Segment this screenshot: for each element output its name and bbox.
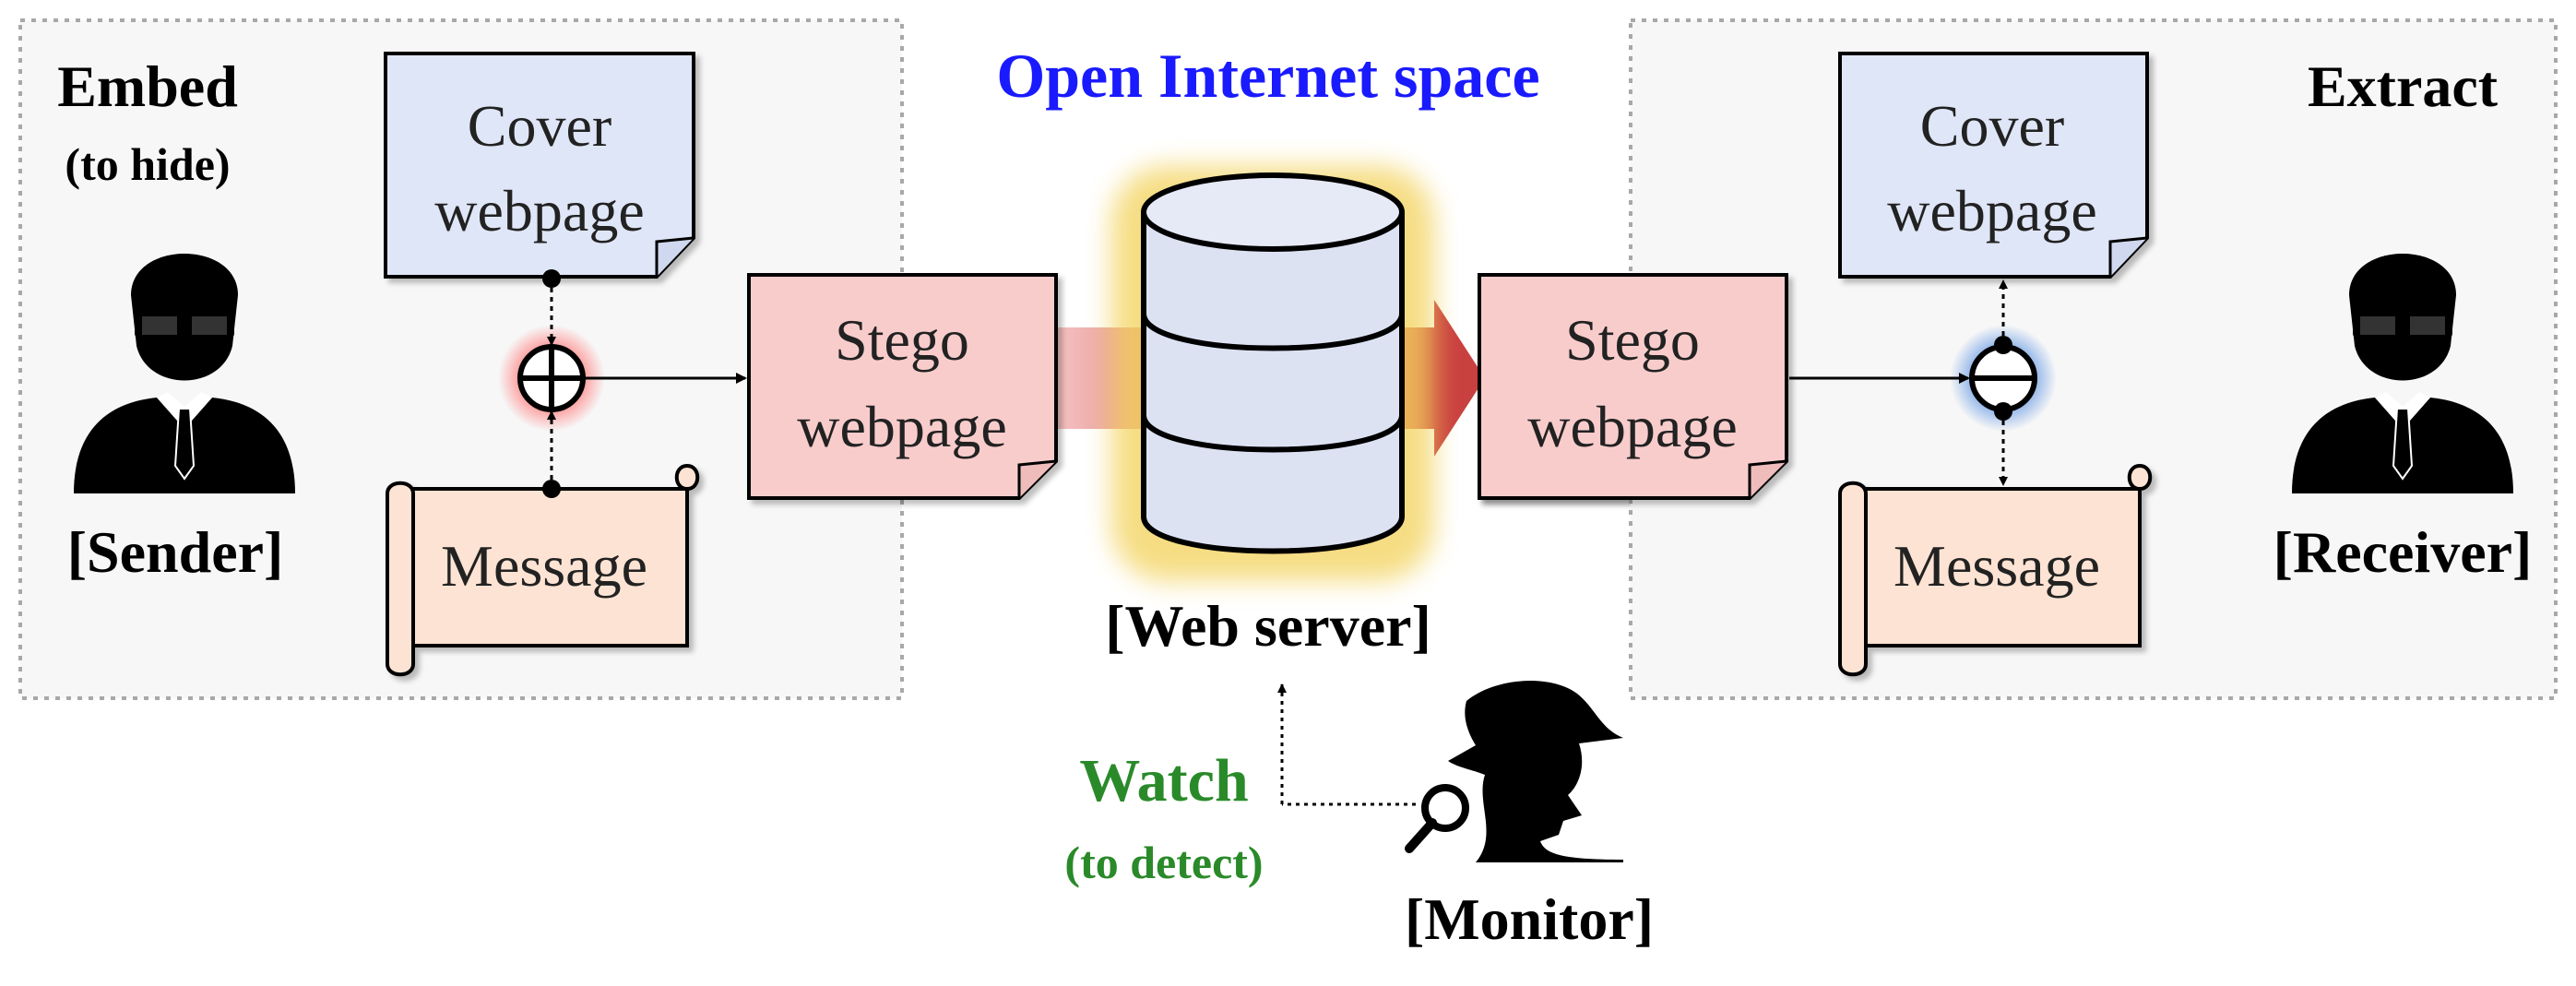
- stego-right-line2-top: webpage: [1527, 394, 1737, 459]
- message-left-label: Message: [441, 533, 647, 599]
- cover-webpage-left: [384, 52, 695, 279]
- extract-heading: Extract: [2308, 53, 2499, 119]
- stego-webpage-left: [747, 273, 1058, 500]
- title: Open Internet space: [996, 41, 1539, 111]
- detective-icon: [1405, 681, 1623, 862]
- receiver-label: [Receiver]: [2273, 519, 2533, 585]
- sender-person-icon: [74, 254, 295, 493]
- embed-operator: [498, 325, 605, 432]
- stego-right-line1-top: Stego: [1565, 307, 1700, 373]
- embed-connectors: [542, 269, 747, 498]
- message-scroll-right: [1838, 463, 2153, 677]
- cover-webpage-right-line1: Cover: [1920, 93, 2064, 159]
- message-scroll-left: [386, 463, 700, 677]
- cover-webpage-right-line2: webpage: [1887, 178, 2096, 244]
- monitor-label: [Monitor]: [1405, 886, 1654, 952]
- embed-heading: Embed: [57, 53, 238, 119]
- stego-left-line2: webpage: [797, 394, 1006, 459]
- watch-label: Watch: [1079, 747, 1248, 814]
- extract-operator: [1950, 325, 2057, 432]
- cover-webpage-left-line2: webpage: [434, 178, 644, 244]
- message-right-label: Message: [1893, 533, 2100, 599]
- extract-connectors: [1789, 279, 2012, 486]
- embed-subheading: (to hide): [65, 138, 230, 190]
- web-server-label: [Web server]: [1105, 593, 1431, 659]
- cover-webpage-left-line1: Cover: [468, 93, 611, 159]
- database-icon: [1111, 166, 1434, 581]
- receiver-person-icon: [2292, 254, 2513, 493]
- sender-label: [Sender]: [67, 519, 284, 585]
- stego-left-line1: Stego: [835, 307, 969, 373]
- watch-connector: [1277, 683, 1416, 806]
- cover-webpage-right: [1838, 52, 2149, 279]
- watch-sublabel: (to detect): [1064, 837, 1263, 888]
